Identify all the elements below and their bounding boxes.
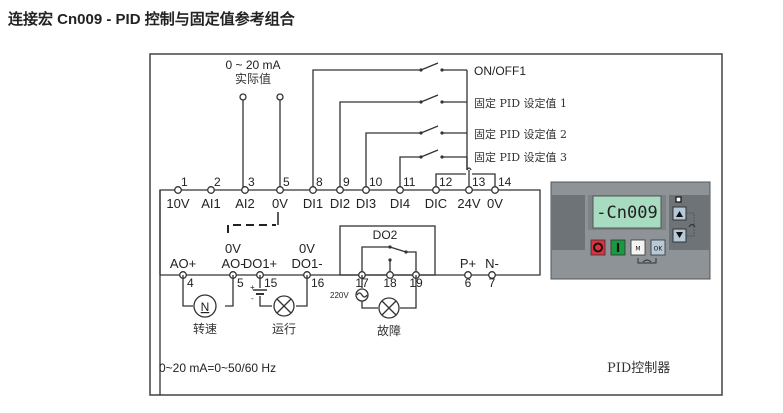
combo-bracket [637,258,657,264]
actual-value-label: 实际值 [235,71,271,86]
run-lamp-icon [273,295,295,317]
terminal-9 [336,186,344,194]
down-button[interactable] [672,228,687,243]
operator-panel: -Cn009 M OK [550,181,711,280]
terminal-label: DIC [425,196,447,211]
terminal-8 [309,186,317,194]
switch-on-off1 [420,62,439,71]
terminal-number: 10 [369,175,383,189]
terminal-label: DI2 [330,196,350,211]
lcd-display-text: -Cn009 [596,203,657,223]
start-button[interactable] [610,239,626,256]
label-pid-setpoint-2: 固定 PID 设定值 2 [474,127,567,141]
terminal-14 [491,186,499,194]
analog-range-label: 0 ~ 20 mA [225,58,280,72]
terminal-number: 4 [187,276,194,290]
terminal-1 [174,186,182,194]
terminal-label: DI3 [356,196,376,211]
stop-button[interactable] [590,239,606,256]
label-pid-setpoint-3: 固定 PID 设定值 3 [474,150,567,164]
terminal-sublabel: 0V [299,241,315,256]
switch-pid-setpoint-3 [420,149,439,158]
terminal-number: 11 [403,175,416,189]
up-button[interactable] [672,206,687,221]
speed-meter-symbol: N [201,300,210,314]
terminal-number: 7 [489,276,496,290]
controller-label: PID控制器 [607,361,670,376]
terminal-6 [464,271,472,279]
terminal-number: 13 [472,175,486,189]
svg-text:M: M [635,246,640,253]
terminal-18 [386,271,394,279]
switch-pid-setpoint-2 [420,125,439,134]
down-arrow-icon [676,232,683,238]
terminal-number: 9 [343,175,350,189]
menu-button[interactable]: M [630,239,646,256]
up-arrow-icon [676,211,683,217]
terminal-label: P+ [460,256,476,271]
terminal-number: 5 [237,276,244,290]
do2-relay-contact [389,246,407,253]
switch-pid-setpoint-1 [420,94,439,103]
terminal-label: 0V [272,196,288,211]
hand-icon [642,259,652,263]
terminal-label: AI2 [235,196,255,211]
footer-note: 0~20 mA=0~50/60 Hz [159,361,276,375]
terminal-10 [362,186,370,194]
terminal-5 [276,186,284,194]
terminal-label: 10V [166,196,189,211]
label-on-off1: ON/OFF1 [474,64,526,78]
terminal-label: DO1- [291,256,322,271]
terminal-number: 18 [383,276,397,290]
terminal-label: AO- [221,256,244,271]
terminal-sublabel: 0V [225,241,241,256]
ai-input-terminal [239,93,247,101]
fault-label: 故障 [377,323,401,338]
fault-lamp-icon [378,297,400,319]
label-pid-setpoint-1: 固定 PID 设定值 1 [474,96,567,110]
terminal-number: 15 [264,276,278,290]
terminal-label: N- [485,256,499,271]
terminal-label: DI1 [303,196,323,211]
terminal-number: 1 [181,175,188,189]
lcd-display [592,195,662,229]
page-title: 连接宏 Cn009 - PID 控制与固定值参考组合 [8,11,295,28]
terminal-7 [488,271,496,279]
svg-text:OK: OK [654,246,664,253]
terminal-number: 8 [316,175,323,189]
svg-text:-: - [251,294,254,303]
terminal-12 [432,186,440,194]
supply-voltage-label: 220V [330,291,349,300]
ai-input-terminal [276,93,284,101]
svg-text:+: + [250,283,255,292]
ok-button[interactable]: OK [650,239,666,256]
terminal-label: 0V [487,196,503,211]
terminal-3 [241,186,249,194]
terminal-label: 24V [457,196,480,211]
terminal-number: 16 [311,276,325,290]
terminal-label: DI4 [390,196,410,211]
do2-label: DO2 [373,228,398,242]
terminal-number: 3 [248,175,255,189]
terminal-13 [465,186,473,194]
terminal-label: AO+ [170,256,196,271]
speed-label: 转速 [193,321,217,336]
terminal-number: 6 [465,276,472,290]
speed-meter-icon [193,294,217,318]
ac-source-icon [355,288,369,302]
terminal-11 [396,186,404,194]
run-label: 运行 [272,322,296,336]
terminal-number: 2 [214,175,221,189]
terminal-number: 14 [498,175,512,189]
terminal-label: DO1+ [243,256,277,271]
terminal-label: AI1 [201,196,221,211]
terminal-2 [207,186,215,194]
terminal-number: 5 [283,175,290,189]
terminal-number: 12 [439,175,453,189]
